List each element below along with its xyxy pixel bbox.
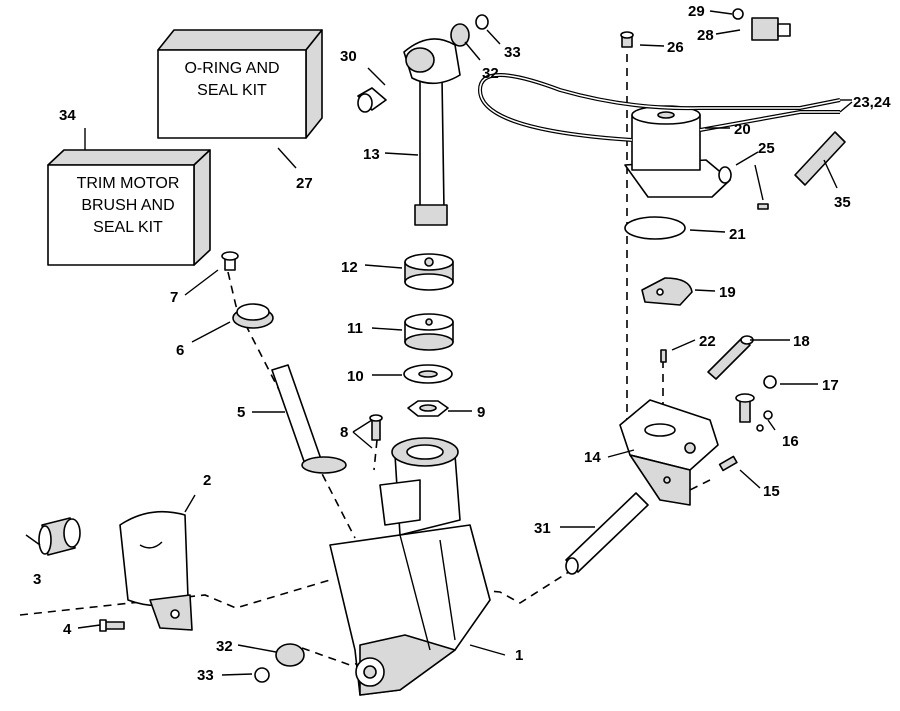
trim-motor-kit-box: TRIM MOTOR BRUSH AND SEAL KIT bbox=[47, 149, 211, 266]
callout-29: 29 bbox=[688, 3, 705, 20]
callout-20: 20 bbox=[734, 121, 751, 138]
callout-28: 28 bbox=[697, 27, 714, 44]
callout-23-24: 23,24 bbox=[853, 94, 891, 111]
callout-22: 22 bbox=[699, 333, 716, 350]
callout-32-bottom: 32 bbox=[216, 638, 233, 655]
callout-26: 26 bbox=[667, 39, 684, 56]
callout-34: 34 bbox=[59, 107, 76, 124]
oring-kit-line-2: SEAL KIT bbox=[197, 82, 267, 99]
callout-32-top: 32 bbox=[482, 65, 499, 82]
callout-6: 6 bbox=[176, 342, 184, 359]
bolt-part-15 bbox=[718, 455, 738, 472]
connector-part-28 bbox=[751, 17, 791, 41]
callout-4: 4 bbox=[63, 621, 72, 638]
screw-part-22 bbox=[660, 349, 667, 363]
trim-kit-line-1: TRIM MOTOR bbox=[77, 175, 180, 192]
trim-kit-line-3: SEAL KIT bbox=[93, 219, 163, 236]
trim-motor-part-20 bbox=[624, 105, 731, 198]
oring-kit-line-1: O-RING AND bbox=[184, 60, 279, 77]
clip-part-25 bbox=[718, 166, 769, 210]
reservoir-part-2 bbox=[119, 510, 193, 631]
callout-11: 11 bbox=[347, 320, 363, 337]
valve-part-18 bbox=[707, 335, 754, 380]
callout-21: 21 bbox=[729, 226, 746, 243]
assembly-dashed-lines bbox=[19, 54, 711, 666]
nut-part-9 bbox=[407, 400, 449, 417]
callout-13: 13 bbox=[363, 146, 380, 163]
valve-cap-part-6 bbox=[232, 303, 274, 329]
retaining-ring-part-33-bottom bbox=[254, 667, 270, 683]
callout-15: 15 bbox=[763, 483, 780, 500]
callout-labels: 1 2 3 4 5 6 7 8 9 10 11 12 13 14 15 16 1… bbox=[33, 3, 891, 684]
washer-part-10 bbox=[403, 364, 453, 384]
callout-33-top: 33 bbox=[504, 44, 521, 61]
bushing-part-32-top bbox=[450, 23, 470, 47]
cylinder-housing-part-1 bbox=[329, 437, 491, 696]
callout-14: 14 bbox=[584, 449, 601, 466]
pin-part-31 bbox=[565, 492, 649, 575]
callout-2: 2 bbox=[203, 472, 211, 489]
cap-part-12 bbox=[404, 253, 454, 291]
callout-31: 31 bbox=[534, 520, 551, 537]
bushing-part-32-bottom bbox=[275, 643, 305, 667]
pin-part-7 bbox=[221, 251, 239, 271]
pump-rod-part-5 bbox=[271, 364, 347, 474]
callout-3: 3 bbox=[33, 571, 41, 588]
callout-25: 25 bbox=[758, 140, 775, 157]
bracket-part-19 bbox=[641, 277, 693, 306]
callout-35: 35 bbox=[834, 194, 851, 211]
callout-10: 10 bbox=[347, 368, 364, 385]
o-ring-part-21 bbox=[624, 216, 686, 240]
trim-kit-line-2: BRUSH AND bbox=[81, 197, 174, 214]
callout-33-bottom: 33 bbox=[197, 667, 214, 684]
callout-27: 27 bbox=[296, 175, 313, 192]
oring-seal-kit-box: O-RING AND SEAL KIT bbox=[157, 29, 323, 139]
clip-part-29 bbox=[732, 8, 744, 20]
callout-7: 7 bbox=[170, 289, 178, 306]
retaining-ring-part-17 bbox=[763, 375, 777, 389]
callout-18: 18 bbox=[793, 333, 810, 350]
wire-harness-part-23-24 bbox=[477, 73, 841, 142]
callout-19: 19 bbox=[719, 284, 736, 301]
bushing-part-3 bbox=[25, 517, 81, 556]
callout-16: 16 bbox=[782, 433, 799, 450]
valve-part-16 bbox=[735, 393, 773, 432]
callout-1: 1 bbox=[515, 647, 523, 664]
pump-body-part-14 bbox=[619, 399, 719, 506]
callout-8: 8 bbox=[340, 424, 348, 441]
spring-part-35 bbox=[794, 131, 846, 186]
bushing-part-11 bbox=[404, 313, 454, 351]
piston-rod-part-13 bbox=[403, 38, 461, 226]
callout-5: 5 bbox=[237, 404, 245, 421]
screw-part-4 bbox=[99, 619, 125, 632]
callout-17: 17 bbox=[822, 377, 839, 394]
retaining-ring-part-33-top bbox=[475, 14, 489, 30]
callout-30: 30 bbox=[340, 48, 357, 65]
screw-part-26 bbox=[620, 31, 634, 48]
callout-9: 9 bbox=[477, 404, 485, 421]
fitting-part-8 bbox=[369, 414, 383, 441]
callout-12: 12 bbox=[341, 259, 358, 276]
callout-leader-lines bbox=[77, 10, 853, 676]
pin-part-30 bbox=[357, 87, 387, 113]
